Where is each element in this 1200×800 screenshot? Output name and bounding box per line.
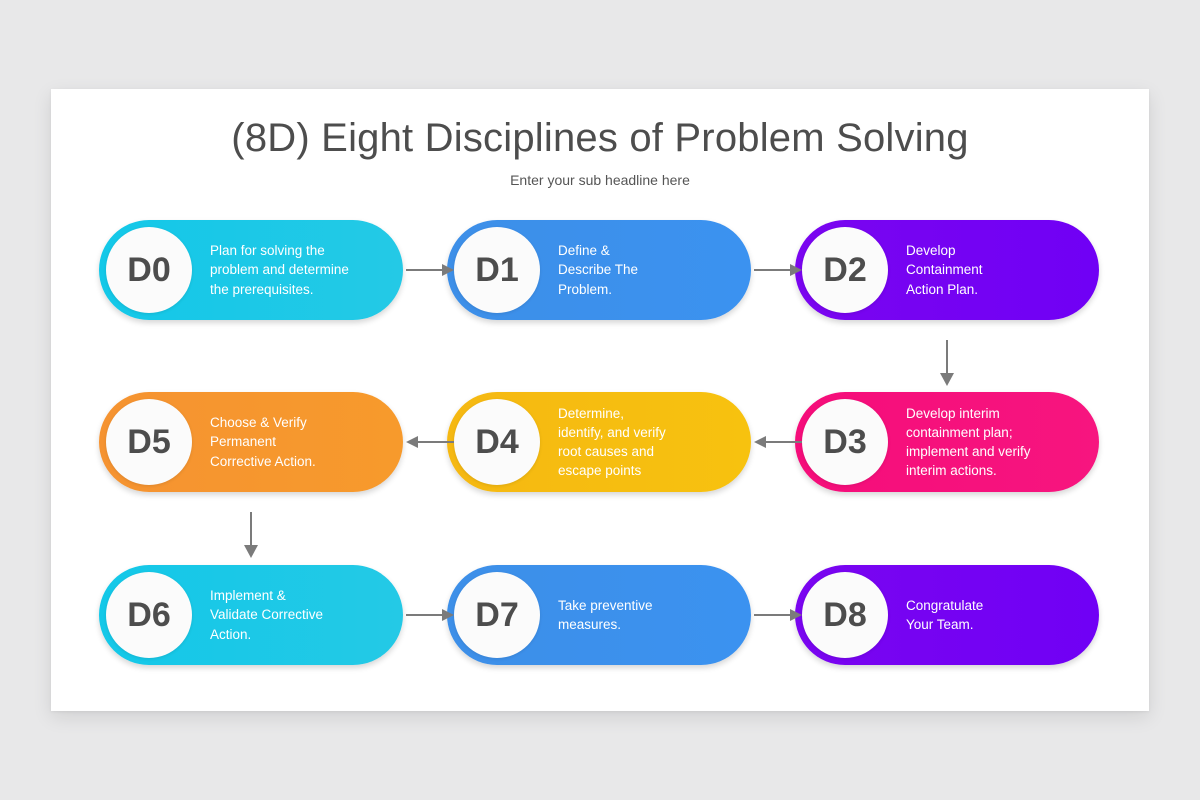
arrow-head xyxy=(940,373,954,386)
step-card-d6[interactable]: D6 Implement & Validate Corrective Actio… xyxy=(99,565,403,665)
arrow-left-icon-d3-d4 xyxy=(754,435,802,449)
step-badge-d6: D6 xyxy=(106,572,192,658)
step-text-d4: Determine, identify, and verify root cau… xyxy=(558,405,666,479)
step-badge-d4: D4 xyxy=(454,399,540,485)
arrow-down-icon-d5-d6 xyxy=(244,512,258,558)
arrow-head xyxy=(442,264,454,276)
step-badge-d2: D2 xyxy=(802,227,888,313)
step-badge-d0: D0 xyxy=(106,227,192,313)
step-card-d2[interactable]: D2 Develop Containment Action Plan. xyxy=(795,220,1099,320)
step-text-d3: Develop interim containment plan; implem… xyxy=(906,405,1031,479)
step-badge-d3: D3 xyxy=(802,399,888,485)
arrow-right-icon-d6-d7 xyxy=(406,608,454,622)
slide-canvas: (8D) Eight Disciplines of Problem Solvin… xyxy=(51,89,1149,711)
arrow-right-icon-d7-d8 xyxy=(754,608,802,622)
step-badge-d8: D8 xyxy=(802,572,888,658)
arrow-shaft xyxy=(946,340,948,374)
step-text-d8: Congratulate Your Team. xyxy=(906,597,984,632)
page-subtitle: Enter your sub headline here xyxy=(510,172,690,188)
step-text-d6: Implement & Validate Corrective Action. xyxy=(210,588,324,642)
arrow-shaft xyxy=(250,512,252,546)
arrow-shaft xyxy=(754,269,790,271)
arrow-head xyxy=(406,436,418,448)
arrow-head xyxy=(754,436,766,448)
step-badge-d1: D1 xyxy=(454,227,540,313)
step-card-d4[interactable]: D4 Determine, identify, and verify root … xyxy=(447,392,751,492)
arrow-shaft xyxy=(766,441,802,443)
arrow-shaft xyxy=(418,441,454,443)
step-text-d5: Choose & Verify Permanent Corrective Act… xyxy=(210,415,316,469)
step-badge-d5: D5 xyxy=(106,399,192,485)
arrow-head xyxy=(790,609,802,621)
arrow-shaft xyxy=(406,269,442,271)
arrow-shaft xyxy=(754,614,790,616)
step-text-d2: Develop Containment Action Plan. xyxy=(906,243,983,297)
arrow-right-icon-d1-d2 xyxy=(754,263,802,277)
step-card-d3[interactable]: D3 Develop interim containment plan; imp… xyxy=(795,392,1099,492)
step-card-d7[interactable]: D7 Take preventive measures. xyxy=(447,565,751,665)
step-card-d8[interactable]: D8 Congratulate Your Team. xyxy=(795,565,1099,665)
step-badge-d7: D7 xyxy=(454,572,540,658)
step-card-d0[interactable]: D0 Plan for solving the problem and dete… xyxy=(99,220,403,320)
arrow-head xyxy=(442,609,454,621)
arrow-head xyxy=(790,264,802,276)
arrow-left-icon-d4-d5 xyxy=(406,435,454,449)
page-title: (8D) Eight Disciplines of Problem Solvin… xyxy=(231,116,969,160)
arrow-down-icon-d2-d3 xyxy=(940,340,954,386)
arrow-head xyxy=(244,545,258,558)
step-card-d5[interactable]: D5 Choose & Verify Permanent Corrective … xyxy=(99,392,403,492)
step-text-d1: Define & Describe The Problem. xyxy=(558,243,639,297)
step-card-d1[interactable]: D1 Define & Describe The Problem. xyxy=(447,220,751,320)
step-text-d7: Take preventive measures. xyxy=(558,597,653,632)
arrow-shaft xyxy=(406,614,442,616)
arrow-right-icon-d0-d1 xyxy=(406,263,454,277)
step-text-d0: Plan for solving the problem and determi… xyxy=(210,243,349,297)
